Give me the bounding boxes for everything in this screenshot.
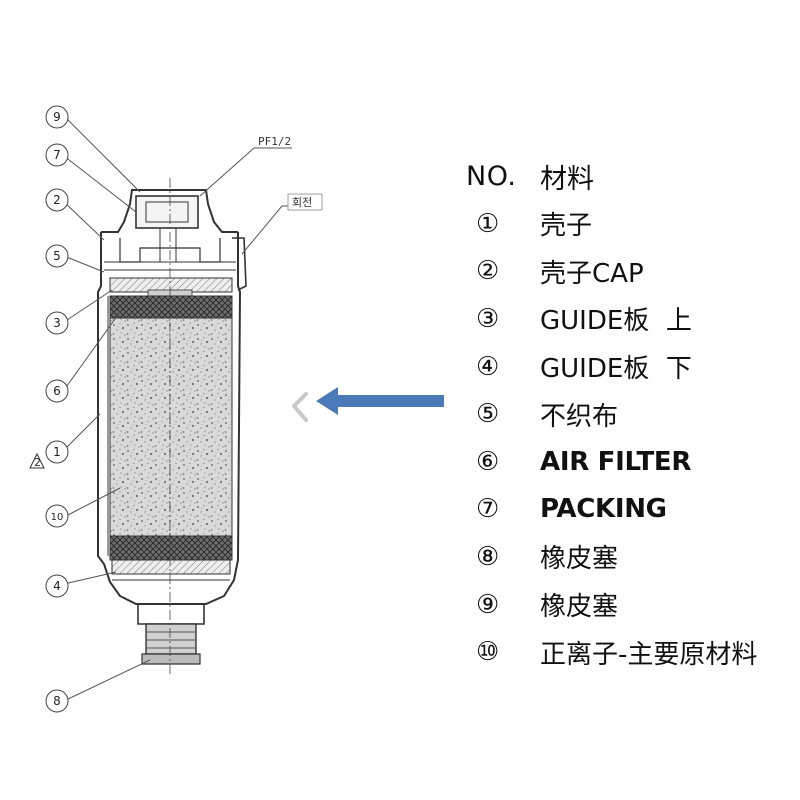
revision-mark: 2: [29, 452, 45, 469]
legend-header: NO. 材料: [466, 152, 757, 200]
material-legend: NO. 材料 ① 壳子 ② 壳子CAP ③ GUIDE板 上 ④ GUIDE板 下 ⑤ 不…: [466, 152, 757, 676]
upper-mesh: [109, 295, 233, 319]
svg-text:4: 4: [53, 579, 61, 593]
svg-text:7: 7: [53, 148, 61, 162]
legend-num: ④: [476, 351, 500, 382]
legend-num: ②: [476, 256, 500, 287]
legend-material: 不织布: [540, 401, 619, 432]
legend-row: ① 壳子: [466, 200, 757, 248]
legend-material: 壳子CAP: [540, 258, 644, 289]
side-bracket: [232, 237, 247, 291]
top-port: [135, 195, 199, 229]
legend-material: PACKING: [540, 494, 667, 525]
filter-media: [109, 317, 233, 537]
legend-row: ⑤ 不织布: [466, 390, 757, 438]
arrow-head-icon: [316, 387, 338, 415]
lower-guide-plate: [111, 559, 231, 575]
legend-num: ⑩: [476, 637, 500, 668]
legend-row: ⑧ 橡皮塞: [466, 533, 757, 581]
legend-header-material: 材料: [540, 163, 594, 195]
callout-3: 3: [45, 311, 69, 335]
port-stem: [159, 228, 177, 262]
callout-5: 5: [45, 244, 69, 268]
svg-text:2: 2: [34, 456, 41, 469]
side-tag-box: [287, 193, 323, 211]
legend-row: ② 壳子CAP: [466, 248, 757, 296]
legend-row: ③ GUIDE板 上: [466, 295, 757, 343]
arrow-shaft: [338, 395, 444, 407]
svg-text:5: 5: [53, 249, 61, 263]
callout-10: 10: [45, 504, 69, 528]
svg-text:9: 9: [53, 110, 61, 124]
legend-num: ⑧: [476, 541, 500, 572]
legend-row: ⑨ 橡皮塞: [466, 581, 757, 629]
callout-9: 9: [45, 105, 69, 129]
legend-material: 壳子: [540, 211, 593, 242]
svg-text:8: 8: [53, 694, 61, 708]
legend-material: GUIDE板 下: [540, 354, 692, 385]
legend-row: ⑦ PACKING: [466, 486, 757, 534]
legend-material: 正离子-主要原材料: [540, 639, 758, 670]
svg-text:2: 2: [53, 193, 61, 207]
legend-num: ③: [476, 303, 500, 334]
top-port-inner: [145, 201, 189, 223]
leader-lines: [63, 117, 292, 701]
legend-row: ④ GUIDE板 下: [466, 343, 757, 391]
legend-num: ⑤: [476, 399, 500, 430]
legend-material: 橡皮塞: [540, 592, 619, 623]
callout-8: 8: [45, 689, 69, 713]
legend-material: AIR FILTER: [540, 446, 692, 477]
legend-num: ⑦: [476, 494, 500, 525]
housing-outline: [97, 232, 242, 605]
chevron-left-icon: [292, 392, 308, 422]
legend-num: ⑥: [476, 446, 500, 477]
pointer-arrow: [292, 387, 444, 422]
legend-material: GUIDE板 上: [540, 306, 692, 337]
callout-6: 6: [45, 379, 69, 403]
bottom-nozzle: [137, 604, 205, 625]
svg-text:10: 10: [51, 512, 64, 523]
bottom-plug: [145, 623, 197, 655]
side-tag: 회전: [292, 196, 312, 209]
legend-material: 橡皮塞: [540, 544, 619, 575]
port-label: PF1/2: [258, 135, 291, 148]
callout-1: 1: [45, 440, 69, 464]
filter-body: [97, 178, 247, 676]
cap-outline: [101, 189, 238, 233]
svg-text:3: 3: [53, 316, 61, 330]
legend-num: ①: [476, 208, 500, 239]
lower-mesh: [109, 535, 233, 561]
svg-text:1: 1: [53, 445, 61, 459]
callout-4: 4: [45, 574, 69, 598]
legend-header-no: NO.: [466, 160, 517, 192]
legend-row: ⑥ AIR FILTER: [466, 438, 757, 486]
callout-2: 2: [45, 188, 69, 212]
callout-7: 7: [45, 143, 69, 167]
svg-text:6: 6: [53, 384, 61, 398]
callouts: 9 7 2 5 3 6 1 10 4 8: [45, 105, 69, 713]
legend-num: ⑨: [476, 589, 500, 620]
legend-row: ⑩ 正离子-主要原材料: [466, 628, 757, 676]
